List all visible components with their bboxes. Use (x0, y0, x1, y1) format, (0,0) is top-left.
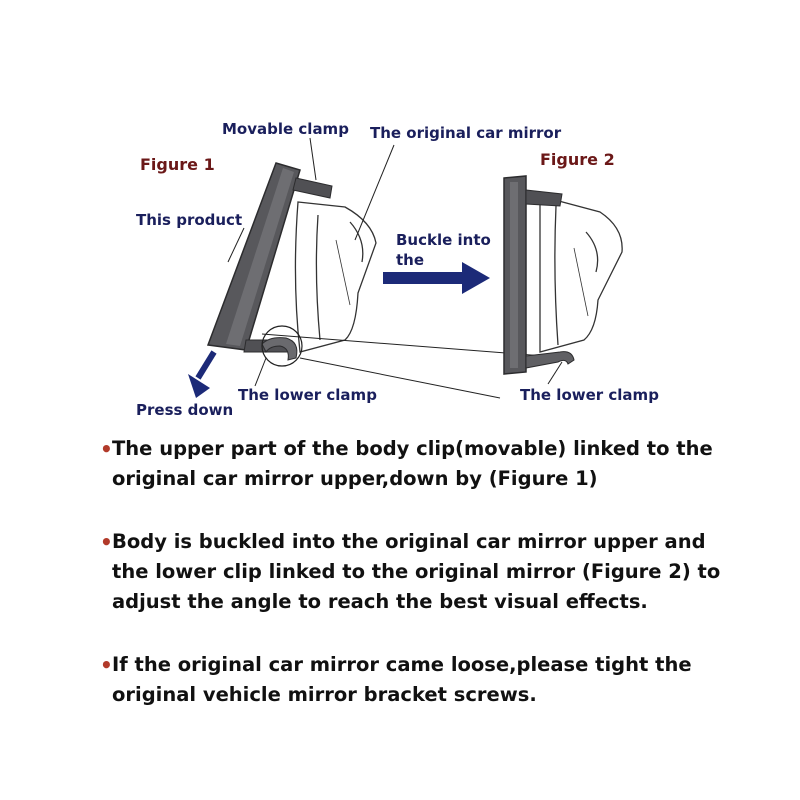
figure2-product-body (503, 175, 527, 375)
diagram-graphics (188, 137, 623, 399)
note-text: Body is buckled into the original car mi… (112, 530, 721, 613)
label-movable-clamp: Movable clamp (222, 120, 349, 138)
note-item: • The upper part of the body clip(movabl… (100, 434, 790, 494)
figure1-movable-clamp (292, 177, 333, 199)
figure2-lower-clamp (525, 351, 575, 369)
figure2-movable-clamp (525, 189, 563, 207)
figure1-leader-lines (227, 137, 545, 399)
label-buckle-the: the (396, 251, 425, 269)
buckle-arrow (383, 262, 490, 294)
figure2-leader-line (547, 361, 563, 385)
figure2-original-mirror (539, 195, 623, 353)
figure1-product-body (206, 162, 301, 351)
bullet-dot-icon: • (100, 653, 113, 677)
note-item: • If the original car mirror came loose,… (100, 650, 790, 710)
figure1-title: Figure 1 (140, 155, 215, 174)
press-down-arrow (188, 350, 217, 398)
bullet-dot-icon: • (100, 530, 113, 554)
note-text: The upper part of the body clip(movable)… (112, 437, 713, 490)
note-text: If the original car mirror came loose,pl… (112, 653, 692, 706)
figure1-label-lower-clamp: The lower clamp (238, 386, 377, 404)
label-original-mirror: The original car mirror (370, 124, 562, 142)
figure1-detail-circle (261, 325, 303, 367)
label-this-product: This product (136, 211, 243, 229)
figure2-title: Figure 2 (540, 150, 615, 169)
instruction-notes: • The upper part of the body clip(movabl… (100, 434, 790, 743)
figure1-lower-clamp-hook (261, 337, 298, 361)
figure1-original-mirror (294, 201, 377, 353)
label-press-down: Press down (136, 401, 234, 419)
label-buckle-into: Buckle into (396, 231, 491, 249)
figure2-label-lower-clamp: The lower clamp (520, 386, 659, 404)
bullet-dot-icon: • (100, 437, 113, 461)
note-item: • Body is buckled into the original car … (100, 527, 790, 617)
